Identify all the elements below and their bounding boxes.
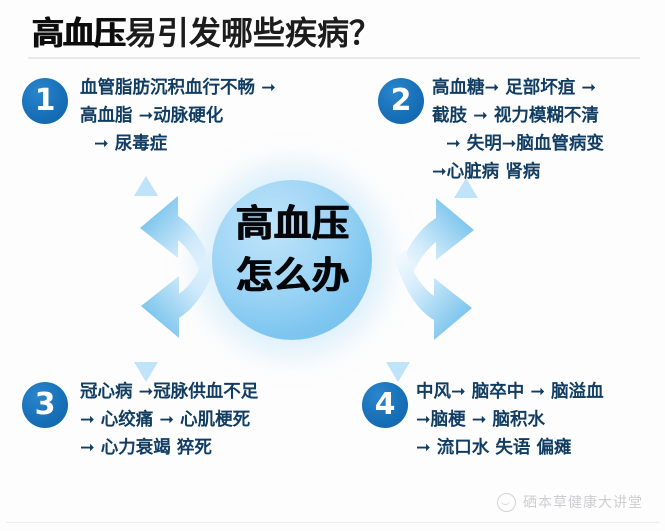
quadrant-3-number-badge: 3 <box>22 382 68 428</box>
quadrant-1-line-1: 血管脂肪沉积血行不畅 ➞ <box>80 78 276 98</box>
arrow-up-left-icon <box>140 196 213 278</box>
quadrant-2-line-2: 截肢 ➞ 视力模糊不清 <box>432 106 599 126</box>
quadrant-2-line-3: ➞ 失明➞脑血管病变 <box>446 134 604 154</box>
watermark-text: 硒本草健康大讲堂 <box>523 495 643 511</box>
quadrant-4-text: 中风➞ 脑卒中 ➞ 脑溢血 ➞脑梗 ➞ 脑积水 ➞ 流口水 失语 偏瘫 <box>416 378 604 462</box>
center-label-line-1: 高血压 <box>236 202 350 245</box>
quadrant-4-number-badge: 4 <box>362 382 408 428</box>
arrow-stub-upper-left-icon <box>134 176 158 196</box>
quadrant-1-number-badge: 1 <box>22 78 68 124</box>
center-circle <box>212 180 372 340</box>
arrow-up-right-icon <box>398 198 474 280</box>
quadrant-3-line-2: ➞ 心绞痛 ➞ 心肌梗死 <box>80 410 251 430</box>
quadrant-2-line-4: ➞心脏病 肾病 <box>432 162 541 182</box>
quadrant-3-line-1: 冠心病 ➞冠脉供血不足 <box>80 382 259 402</box>
quadrant-2-number-badge: 2 <box>378 78 424 124</box>
quadrant-4-line-1: 中风➞ 脑卒中 ➞ 脑溢血 <box>416 382 604 402</box>
arrow-stub-lower-right-icon <box>386 362 410 382</box>
center-label: 高血压 怎么办 <box>205 198 381 302</box>
header-divider <box>28 57 640 59</box>
quadrant-1-line-2: 高血脂 ➞动脉硬化 <box>80 106 224 126</box>
arrow-down-right-icon <box>394 250 472 340</box>
quadrant-3-line-3: ➞ 心力衰竭 猝死 <box>80 438 212 458</box>
quadrant-2-text: 高血糖➞ 足部坏疽 ➞ 截肢 ➞ 视力模糊不清 ➞ 失明➞脑血管病变 ➞心脏病 … <box>432 74 604 186</box>
quadrant-4-line-2: ➞脑梗 ➞ 脑积水 <box>416 410 546 430</box>
header: 高血压易引发哪些疾病？ <box>0 0 665 62</box>
footer-divider <box>6 522 659 523</box>
page-title-keyword: 高血压 <box>32 14 126 52</box>
quadrant-1-text: 血管脂肪沉积血行不畅 ➞ 高血脂 ➞动脉硬化 ➞ 尿毒症 <box>80 74 276 158</box>
watermark: 硒本草健康大讲堂 <box>497 492 643 512</box>
watermark-logo-icon <box>497 492 516 512</box>
footer: 硒本草健康大讲堂 <box>0 492 665 531</box>
quadrant-2-line-1: 高血糖➞ 足部坏疽 ➞ <box>432 78 597 98</box>
page-title-rest: 易引发哪些疾病？ <box>125 14 382 52</box>
quadrant-1-line-3: ➞ 尿毒症 <box>94 134 168 154</box>
page-title: 高血压易引发哪些疾病？ <box>32 8 381 54</box>
quadrant-3-text: 冠心病 ➞冠脉供血不足 ➞ 心绞痛 ➞ 心肌梗死 ➞ 心力衰竭 猝死 <box>80 378 258 462</box>
center-label-line-2: 怎么办 <box>236 254 350 297</box>
quadrant-4-line-3: ➞ 流口水 失语 偏瘫 <box>416 438 572 458</box>
